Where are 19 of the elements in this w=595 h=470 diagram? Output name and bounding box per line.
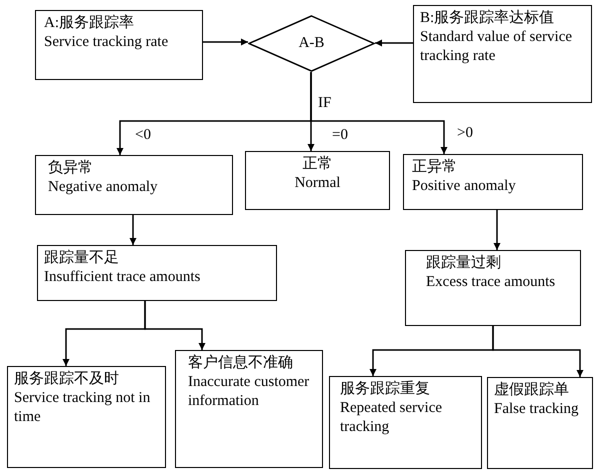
decision-diamond: A-B xyxy=(248,15,375,72)
arrow xyxy=(492,326,584,377)
arrow xyxy=(203,38,248,46)
result-box: 正异常 Positive anomaly xyxy=(403,154,583,210)
arrow xyxy=(310,72,448,154)
arrow xyxy=(144,301,206,350)
result-box: 正常 Normal xyxy=(245,151,390,210)
result-box: 负异常 Negative anomaly xyxy=(35,155,233,215)
process-box: B:服务跟踪率达标值 Standard value of service tracking rate xyxy=(413,5,592,103)
cause-box: 跟踪量过剩 Excess trace amounts xyxy=(405,250,581,326)
outcome-box: 服务跟踪不及时 Service tracking not in time xyxy=(7,366,166,468)
process-box: A:服务跟踪率 Service tracking rate xyxy=(35,10,203,80)
outcome-box: 服务跟踪重复 Repeated service tracking xyxy=(329,376,482,469)
cause-box: 跟踪量不足 Insufficient trace amounts xyxy=(37,245,277,301)
outcome-box: 客户信息不准确 Inaccurate customer information xyxy=(175,350,323,468)
arrow xyxy=(494,210,500,250)
arrow xyxy=(375,40,413,46)
outcome-box: 虚假跟踪单 False tracking xyxy=(487,377,593,469)
arrow xyxy=(130,215,136,245)
